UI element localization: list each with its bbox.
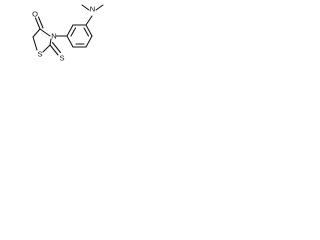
n-methyl-left-bond bbox=[81, 4, 90, 11]
benzene-double-bond-c bbox=[83, 27, 90, 37]
benzene-bond-2 bbox=[66, 24, 74, 37]
s-thione-carbon-bond bbox=[42, 44, 51, 53]
thione-bond-2 bbox=[51, 41, 62, 54]
benzene-bond-5 bbox=[85, 35, 93, 48]
thione-group bbox=[49, 41, 62, 56]
thioxo-s-label: S bbox=[59, 54, 64, 63]
n-methyl-right-bond bbox=[95, 4, 104, 11]
dimethylamino-n-label: N bbox=[90, 5, 95, 14]
thione-bond-1 bbox=[49, 44, 59, 56]
carbonyl-bond-2 bbox=[37, 16, 44, 29]
benzene-bond-6 bbox=[85, 24, 93, 37]
thiazolidine-ring bbox=[32, 28, 52, 53]
structure-diagram: N O N S S bbox=[0, 0, 118, 104]
carbonyl-o-label: O bbox=[32, 10, 38, 19]
ring-n-label: N bbox=[51, 32, 56, 41]
ring-n-carbonyl-bond bbox=[39, 28, 51, 37]
benzene-bond-3 bbox=[66, 35, 74, 48]
carbonyl-group bbox=[34, 16, 44, 30]
carbonyl-bond-1 bbox=[34, 17, 41, 30]
thione-carbon-n-bond bbox=[49, 38, 52, 46]
ring-s-label: S bbox=[37, 50, 42, 59]
ch2-s-bond bbox=[32, 36, 38, 51]
benzene-double-bond-a bbox=[70, 27, 77, 37]
dimethylamino-bonds bbox=[81, 4, 104, 26]
benzene-ring bbox=[66, 24, 93, 48]
n-aryl-bond bbox=[85, 15, 93, 26]
carbonyl-ch2-bond bbox=[32, 28, 41, 38]
molecule-drawing: N O N S S bbox=[32, 4, 104, 63]
